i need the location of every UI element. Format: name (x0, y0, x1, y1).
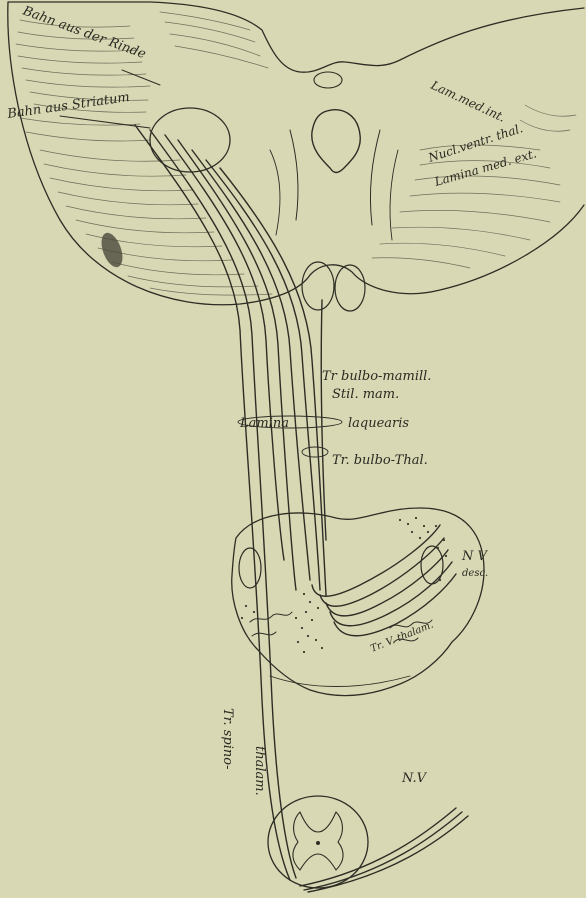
central-canal (316, 841, 320, 845)
medulla-base-line (270, 676, 410, 687)
thalamus-outline (8, 2, 584, 305)
tract-line-3 (165, 135, 284, 560)
curve-3 (270, 150, 280, 235)
wavy-left (250, 612, 292, 636)
label-tr-bulbo-thal: Tr. bulbo-Thal. (332, 453, 428, 468)
medulla-outline (232, 508, 484, 696)
label-tr-bulbo-mamill: Tr bulbo-mamill. (322, 369, 431, 384)
dark-nucleus (97, 230, 126, 270)
label-lamina: Lamina (239, 416, 289, 431)
curve-4 (390, 150, 398, 240)
label-laquearis: laquearis (348, 416, 409, 431)
mamillary-body-right (335, 265, 365, 311)
label-tr-v-thalam: Tr. V. thalam. (369, 620, 435, 655)
trigeminal-line-5 (334, 574, 456, 636)
tract-line-7 (220, 168, 326, 595)
label-thalam: thalam. (252, 746, 267, 796)
tract-line-4 (178, 140, 296, 590)
olive-left (239, 548, 261, 588)
small-cavity (314, 72, 342, 88)
arrow-bahn-striatum (60, 116, 150, 128)
arrow-bahn-rinde (122, 70, 160, 85)
label-tr-spino: Tr. spino- (220, 708, 235, 769)
label-bahn-rinde: Bahn aus der Rinde (20, 3, 148, 62)
label-n-v: N.V (401, 771, 428, 786)
hatching-right (372, 105, 576, 268)
ventricle (312, 110, 360, 173)
label-nv: N V (461, 549, 489, 564)
medulla-section (232, 508, 484, 696)
nv-root-line-1 (300, 808, 456, 886)
spinal-cord-section (268, 796, 368, 888)
nv-root-line-3 (308, 816, 468, 892)
curve-1 (290, 130, 298, 220)
curve-2 (370, 130, 380, 225)
bulbo-thal-ellipse (302, 447, 328, 457)
label-stil-mam: Stil. mam. (332, 387, 399, 402)
trigeminal-line-2 (320, 538, 444, 606)
nv-root-line-2 (304, 812, 462, 890)
hatching-lower-left (20, 118, 272, 295)
trigeminal-line-3 (326, 550, 448, 616)
label-nv-desc: desc. (462, 568, 488, 579)
label-lam-med-int: Lam.med.int. (428, 78, 508, 125)
bulbo-mamill-tract (321, 300, 326, 540)
